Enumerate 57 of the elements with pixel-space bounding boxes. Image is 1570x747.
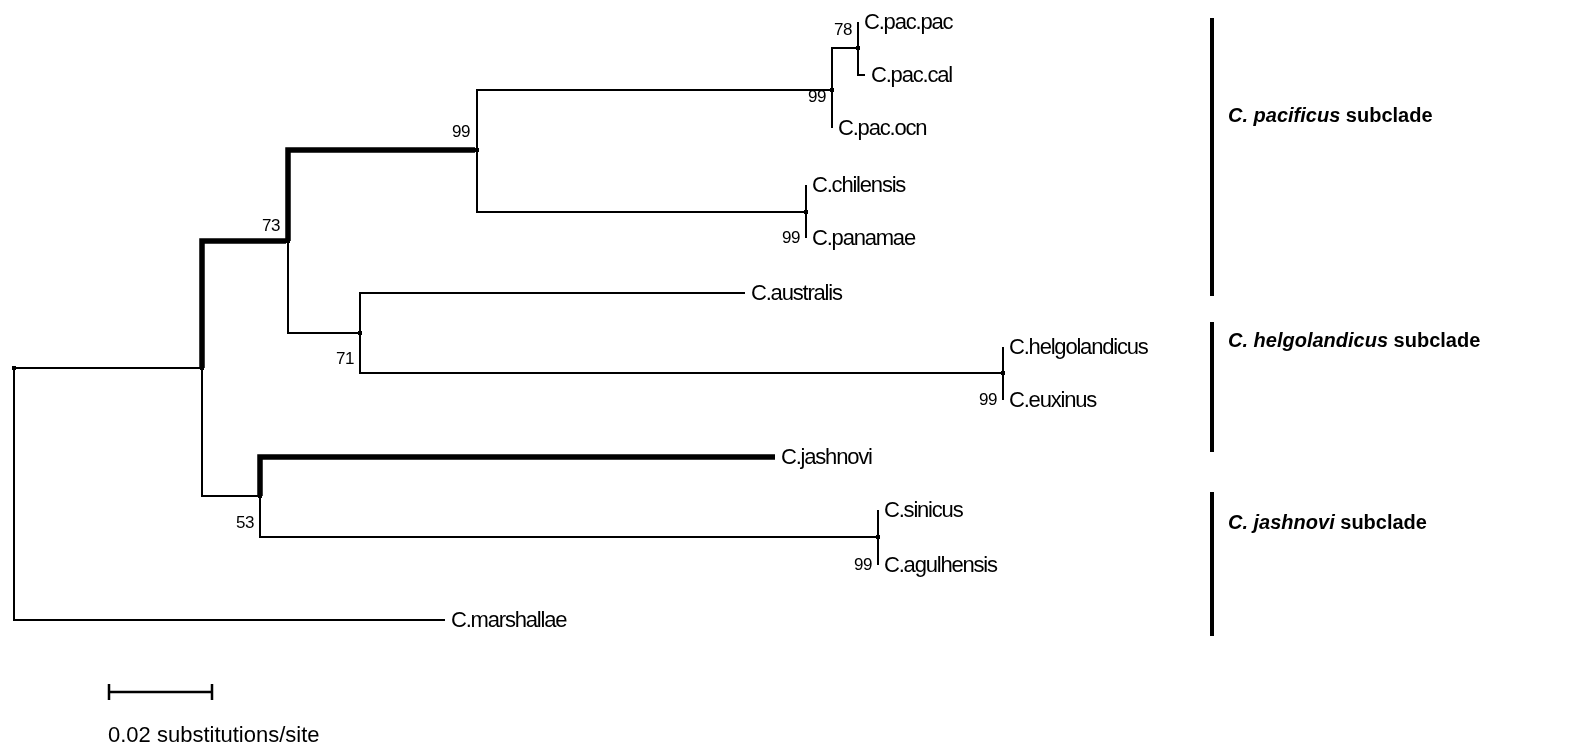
tree-branch bbox=[287, 240, 359, 334]
branch-point bbox=[258, 494, 262, 498]
branch-point bbox=[475, 148, 479, 152]
clade-label: C. pacificus subclade bbox=[1228, 103, 1433, 128]
scale-label: 0.02 substitutions/site bbox=[108, 722, 320, 747]
tree-branch bbox=[359, 332, 1002, 374]
tree-branch bbox=[877, 536, 879, 566]
taxon-label: C.agulhensis bbox=[878, 552, 997, 578]
taxon-label: C.pac.pac bbox=[858, 9, 953, 35]
branch-point bbox=[804, 210, 808, 214]
branch-point bbox=[12, 366, 16, 370]
taxon-label: C.jashnovi bbox=[775, 444, 872, 470]
taxon-label: C.helgolandicus bbox=[1003, 334, 1148, 360]
tree-branch bbox=[831, 89, 833, 129]
tree-branch bbox=[1002, 372, 1004, 401]
tree-branch bbox=[857, 21, 859, 49]
taxon-label: C.chilensis bbox=[806, 172, 906, 198]
tree-branch bbox=[476, 89, 831, 151]
branch-point bbox=[830, 88, 834, 92]
bootstrap-value: 78 bbox=[834, 20, 852, 40]
branch-point bbox=[200, 366, 204, 370]
bootstrap-value: 73 bbox=[262, 216, 280, 236]
taxon-label: C.panamae bbox=[806, 225, 915, 251]
tree-branch bbox=[257, 454, 775, 496]
taxon-label: C.marshallae bbox=[445, 607, 567, 633]
branch-point bbox=[286, 239, 290, 243]
bootstrap-value: 53 bbox=[236, 513, 254, 533]
branch-point bbox=[856, 46, 860, 50]
bootstrap-value: 99 bbox=[979, 390, 997, 410]
taxon-label: C.pac.ocn bbox=[832, 115, 927, 141]
bootstrap-value: 99 bbox=[854, 555, 872, 575]
bootstrap-value: 99 bbox=[782, 228, 800, 248]
branch-point bbox=[1001, 371, 1005, 375]
taxon-label: C.euxinus bbox=[1003, 387, 1097, 413]
clade-label: C. helgolandicus subclade bbox=[1228, 328, 1481, 353]
clade-label: C. jashnovi subclade bbox=[1228, 510, 1427, 535]
bootstrap-value: 71 bbox=[336, 349, 354, 369]
tree-branch bbox=[285, 147, 475, 241]
branch-point bbox=[876, 535, 880, 539]
tree-branch bbox=[359, 292, 746, 334]
branch-point bbox=[358, 331, 362, 335]
taxon-label: C.pac.cal bbox=[865, 62, 952, 88]
tree-branch bbox=[199, 238, 286, 368]
tree-branch bbox=[857, 47, 866, 76]
tree-branch bbox=[201, 367, 259, 497]
tree-branch bbox=[805, 184, 807, 213]
tree-branch bbox=[259, 495, 877, 538]
tree-branch bbox=[13, 367, 201, 369]
tree-branch bbox=[476, 149, 805, 213]
tree-branch bbox=[831, 47, 857, 91]
tree-branch bbox=[13, 367, 446, 621]
taxon-label: C.sinicus bbox=[878, 497, 963, 523]
tree-branch bbox=[805, 211, 807, 239]
bootstrap-value: 99 bbox=[452, 122, 470, 142]
taxon-label: C.australis bbox=[745, 280, 842, 306]
tree-branch bbox=[877, 509, 879, 538]
tree-branch bbox=[1002, 346, 1004, 374]
